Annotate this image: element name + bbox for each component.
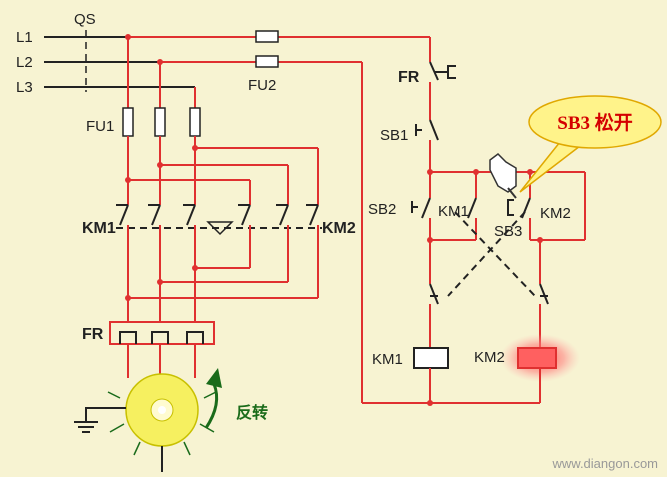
callout-text: SB3 松开 (557, 111, 633, 134)
label-sb1: SB1 (380, 127, 408, 144)
watermark: www.diangon.com (552, 456, 659, 471)
label-km1-coil: KM1 (372, 351, 403, 368)
label-km2-aux: KM2 (540, 205, 571, 222)
power-circuit (109, 37, 322, 380)
label-km2-main: KM2 (322, 220, 356, 237)
label-l3: L3 (16, 79, 33, 96)
rail-junctions (125, 34, 163, 65)
motor-direction-label: 反转 (236, 403, 268, 422)
label-fr-main: FR (82, 326, 104, 343)
fuse-fu2 (255, 30, 279, 68)
label-fu1: FU1 (86, 118, 114, 135)
control-circuit (362, 37, 586, 404)
hand-pointer-icon (489, 153, 517, 199)
motor (107, 373, 217, 472)
ground-icon (74, 407, 126, 433)
label-km1-aux: KM1 (438, 203, 469, 220)
callout-bubble (519, 95, 662, 193)
label-km1-main: KM1 (82, 220, 116, 237)
control-junctions (427, 169, 543, 406)
label-l1: L1 (16, 29, 33, 46)
power-junctions (125, 145, 198, 301)
label-sb3: SB3 (494, 223, 522, 240)
label-qs: QS (74, 11, 96, 28)
label-l2: L2 (16, 54, 33, 71)
rotation-arrow-icon (204, 368, 222, 429)
label-sb2: SB2 (368, 201, 396, 218)
label-km2-coil: KM2 (474, 349, 505, 366)
label-fr-ctrl: FR (398, 69, 420, 86)
label-fu2: FU2 (248, 77, 276, 94)
